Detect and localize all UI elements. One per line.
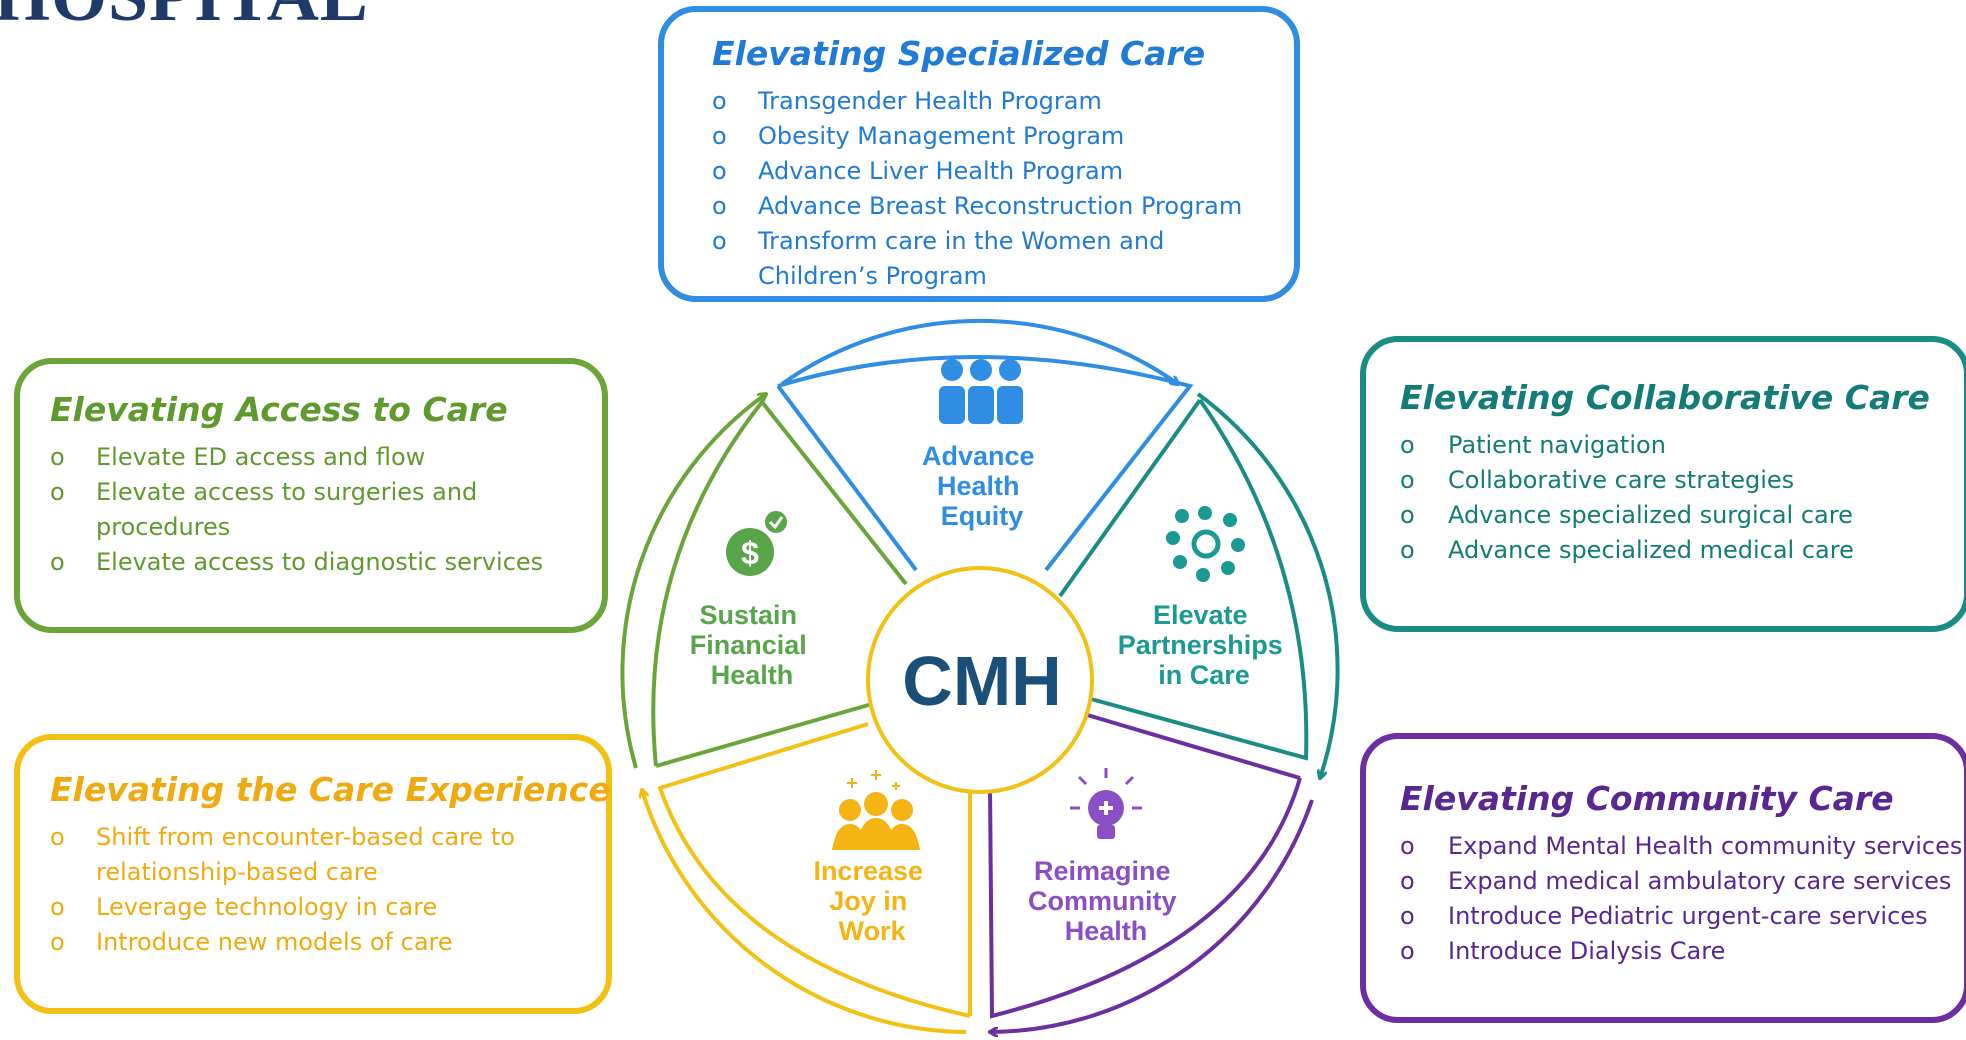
access-care-box: Elevating Access to Care Elevate ED acce… — [14, 358, 608, 633]
collaborative-care-list: Patient navigation Collaborative care st… — [1400, 428, 1944, 568]
list-item: Elevate ED access and flow — [50, 440, 578, 475]
community-segment-outline — [988, 712, 1302, 1019]
access-care-title: Elevating Access to Care — [50, 390, 508, 429]
lightbulb-icon — [1070, 768, 1142, 839]
joy-label-line: Joy in — [829, 886, 907, 916]
care-experience-box: Elevating the Care Experience Shift from… — [14, 734, 612, 1014]
strategy-wheel: CMH Advance Health Equity Elevate Partne… — [620, 318, 1340, 1040]
specialized-care-list: Transgender Health Program Obesity Manag… — [712, 84, 1270, 294]
list-item: Introduce Pediatric urgent-care services — [1400, 899, 1956, 934]
network-icon — [1166, 506, 1245, 582]
svg-text:Advance Health Equity: Advance Health Equity — [922, 441, 1042, 531]
care-experience-title: Elevating the Care Experience — [50, 770, 611, 809]
partnerships-label-line: in Care — [1158, 660, 1250, 690]
hospital-logo: HOSPITAL — [0, 0, 369, 32]
joy-arc-arrow — [642, 790, 967, 1034]
community-care-box: Elevating Community Care Expand Mental H… — [1360, 733, 1966, 1023]
svg-text:Increase Joy in Work: Increase Joy in Work — [813, 856, 930, 946]
collaborative-care-box: Elevating Collaborative Care Patient nav… — [1360, 336, 1966, 632]
group-icon — [832, 770, 920, 850]
community-arc-arrow — [990, 799, 1314, 1032]
community-label-line: Health — [1065, 916, 1148, 946]
list-item: Elevate access to diagnostic services — [50, 545, 578, 580]
list-item: Transgender Health Program — [712, 84, 1270, 119]
list-item: Transform care in the Women and Children… — [712, 224, 1238, 294]
list-item: Expand Mental Health community services — [1400, 829, 1962, 864]
list-item: Patient navigation — [1400, 428, 1944, 463]
joy-label-line: Work — [838, 916, 906, 946]
financial-segment-outline — [651, 398, 908, 768]
equity-label-line: Equity — [941, 501, 1024, 531]
list-item: Shift from encounter-based care to relat… — [50, 820, 546, 890]
svg-text:Reimagine Community He: Reimagine Community Health — [1028, 856, 1184, 946]
list-item: Advance Liver Health Program — [712, 154, 1270, 189]
partnerships-segment-outline — [1058, 398, 1309, 761]
care-experience-list: Shift from encounter-based care to relat… — [50, 820, 586, 960]
list-item: Elevate access to surgeries and procedur… — [50, 475, 496, 545]
specialized-care-box: Elevating Specialized Care Transgender H… — [658, 6, 1300, 302]
equity-segment-outline — [776, 355, 1194, 572]
joy-segment-outline — [657, 722, 972, 1018]
equity-label-line: Advance — [922, 441, 1035, 471]
partnerships-label-line: Partnerships — [1118, 630, 1283, 660]
community-care-title: Elevating Community Care — [1400, 779, 1894, 818]
access-care-list: Elevate ED access and flow Elevate acces… — [50, 440, 578, 580]
list-item: Advance Breast Reconstruction Program — [712, 189, 1270, 224]
community-care-list: Expand Mental Health community services … — [1400, 829, 1962, 969]
center-label: CMH — [902, 642, 1061, 720]
partnerships-label-line: Elevate — [1153, 600, 1248, 630]
list-item: Expand medical ambulatory care services — [1400, 864, 1956, 899]
list-item: Collaborative care strategies — [1400, 463, 1944, 498]
list-item: Introduce Dialysis Care — [1400, 934, 1956, 969]
financial-arc-arrow — [620, 394, 766, 769]
center-circle — [866, 566, 1094, 794]
people-icon — [939, 359, 1023, 424]
collaborative-care-title: Elevating Collaborative Care — [1400, 378, 1930, 417]
financial-label-line: Health — [711, 660, 794, 690]
dollar-icon: $ — [726, 509, 789, 576]
list-item: Introduce new models of care — [50, 925, 586, 960]
list-item: Advance specialized medical care — [1400, 533, 1944, 568]
list-item: Advance specialized surgical care — [1400, 498, 1944, 533]
community-label-line: Reimagine — [1034, 856, 1171, 886]
financial-label-line: Sustain — [699, 600, 797, 630]
financial-label-line: Financial — [690, 630, 807, 660]
svg-text:$: $ — [741, 535, 759, 571]
partnerships-arc-arrow — [1196, 392, 1340, 778]
list-item: Obesity Management Program — [712, 119, 1270, 154]
specialized-care-title: Elevating Specialized Care — [712, 34, 1206, 73]
list-item: Leverage technology in care — [50, 890, 586, 925]
community-label-line: Community — [1028, 886, 1177, 916]
svg-text:Elevate Partnerships i: Elevate Partnerships in Care — [1118, 600, 1291, 690]
joy-label-line: Increase — [813, 856, 923, 886]
equity-arc-arrow — [780, 318, 1178, 384]
svg-text:Sustain Financial Heal: Sustain Financial Health — [690, 600, 815, 690]
equity-label-line: Health — [937, 471, 1020, 501]
